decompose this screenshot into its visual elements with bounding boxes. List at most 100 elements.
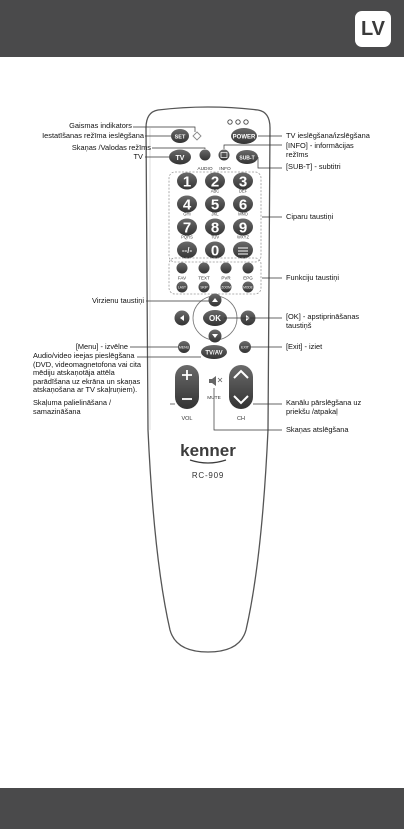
keypad-letters: TUV <box>211 235 220 240</box>
leader-lines <box>130 126 282 431</box>
keypad-button[interactable]: 2 <box>205 172 225 191</box>
label-nav: Virzienu taustiņi <box>91 296 144 305</box>
indicator-lamp <box>235 119 241 125</box>
set-button[interactable]: SET <box>171 129 189 143</box>
label-subt: [SUB-T] - subtitri <box>286 162 341 171</box>
text-label: TEXT <box>198 276 210 281</box>
audio-button[interactable] <box>199 149 211 161</box>
light-indicator-icon <box>192 131 202 141</box>
plus-icon <box>182 370 192 380</box>
keypad-digit: 1 <box>183 174 191 191</box>
label-ch: Kanālu pārslēgšana uz priekšu /atpakaļ <box>286 398 362 416</box>
zoom-button[interactable]: ZOOM <box>220 281 232 293</box>
keypad-digit: 4 <box>183 197 192 214</box>
label-mute: Skaņas atslēgšana <box>286 425 349 434</box>
mute-button[interactable] <box>209 376 223 386</box>
label-set: Iestatīšanas režīma ieslēgšana <box>42 131 144 140</box>
keypad-letters: DEF <box>239 189 248 194</box>
label-tv: TV <box>133 152 143 161</box>
label-info: [INFO] - informācijas režīms <box>286 141 354 159</box>
exit-button-label: EXIT <box>241 346 250 350</box>
tv-button-label: TV <box>176 155 185 162</box>
keypad-button[interactable]: 8 <box>205 218 225 237</box>
label-power: TV ieslēgšana/izslēgšana <box>286 131 370 140</box>
model-name: RC-909 <box>192 471 224 480</box>
keypad-digit: 9 <box>239 220 247 237</box>
last-button[interactable]: LAST <box>176 281 188 293</box>
keypad-button[interactable]: 1 <box>177 172 197 191</box>
keypad-letters: MNO <box>238 212 249 217</box>
language-badge: LV <box>355 11 391 47</box>
epg-button[interactable] <box>242 262 254 274</box>
ch-label: CH <box>237 416 245 422</box>
teletext-icon <box>238 247 248 255</box>
keypad-letters: PQRS <box>181 235 193 240</box>
footer-bar <box>0 788 404 829</box>
keypad-button[interactable]: --/- <box>177 241 197 259</box>
arrow-left-icon <box>180 315 184 321</box>
subt-button-label: SUB-T <box>239 156 254 162</box>
label-vol: Skaļuma palielināšana / samazināšana <box>33 398 112 416</box>
subt-button[interactable]: SUB-T <box>236 150 258 164</box>
label-menu: [Menu] - izvēlne <box>75 342 128 351</box>
mode-label: MODE <box>243 286 253 290</box>
vol-label: VOL <box>181 416 192 422</box>
keypad-letters: WXYZ <box>237 235 250 240</box>
brand-logo: kenner <box>180 441 236 460</box>
indicator-lamp <box>243 119 249 125</box>
tv-button[interactable]: TV <box>169 149 191 165</box>
keypad-digit: 8 <box>211 220 219 237</box>
fav-button[interactable] <box>176 262 188 274</box>
keypad-button[interactable]: 7 <box>177 218 197 237</box>
keypad-button[interactable]: 4 <box>177 195 197 214</box>
keypad-digit: 2 <box>211 174 219 191</box>
keypad-button[interactable]: 6 <box>233 195 253 214</box>
mode-button[interactable]: MODE <box>242 281 254 293</box>
info-button[interactable] <box>218 149 230 161</box>
menu-button[interactable]: MENU <box>178 341 190 353</box>
power-button[interactable]: POWER <box>231 128 257 144</box>
keypad-digit: 3 <box>239 174 247 191</box>
keypad-button[interactable] <box>233 241 253 259</box>
set-button-label: SET <box>175 135 186 141</box>
fav-label: FAV <box>178 276 186 281</box>
label-ok: [OK] - apstiprināšanas taustiņš <box>286 312 360 330</box>
keypad-button[interactable]: 9 <box>233 218 253 237</box>
skip-button[interactable]: SKIP <box>198 281 210 293</box>
digits-panel <box>168 171 262 263</box>
exit-button[interactable]: EXIT <box>239 341 251 353</box>
channel-rocker[interactable] <box>229 365 253 409</box>
pvr-label: PVR <box>221 276 231 281</box>
chevron-down-icon <box>233 395 249 405</box>
dash-label: --/- <box>182 246 193 255</box>
function-keys: FAV TEXT PVR EPG LAST SKIP ZOOM MODE <box>176 262 254 293</box>
keypad-button[interactable]: 3 <box>233 172 253 191</box>
keypad-letters: GHI <box>183 212 190 217</box>
label-audio: Skaņas /Valodas režīms <box>71 143 151 152</box>
audio-label: AUDIO <box>197 166 212 172</box>
label-exit: [Exit] - iziet <box>286 342 323 351</box>
keypad-digit: 6 <box>239 197 247 214</box>
epg-label: EPG <box>243 276 253 281</box>
pvr-button[interactable] <box>220 262 232 274</box>
label-digits: Ciparu taustiņi <box>286 212 334 221</box>
indicator-lamp <box>227 119 233 125</box>
keypad-button[interactable]: 5 <box>205 195 225 214</box>
skip-label: SKIP <box>200 286 207 290</box>
info-label: INFO <box>219 166 231 172</box>
volume-rocker[interactable] <box>175 365 199 409</box>
ok-button[interactable]: OK <box>203 310 227 326</box>
keypad-letters: JKL <box>211 212 219 217</box>
tvav-button-label: TV/AV <box>205 351 222 357</box>
keypad-digit: 5 <box>211 197 219 214</box>
label-tvav: Audio/video ieejas pieslēgšana (DVD, vid… <box>33 351 142 395</box>
text-button[interactable] <box>198 262 210 274</box>
keypad-button[interactable]: 0 <box>205 241 225 260</box>
last-label: LAST <box>178 286 186 290</box>
brand-swoosh <box>189 459 227 464</box>
arrow-down-icon <box>212 334 218 338</box>
tvav-button[interactable]: TV/AV <box>201 345 227 359</box>
label-indicator: Gaismas indikators <box>69 121 132 130</box>
